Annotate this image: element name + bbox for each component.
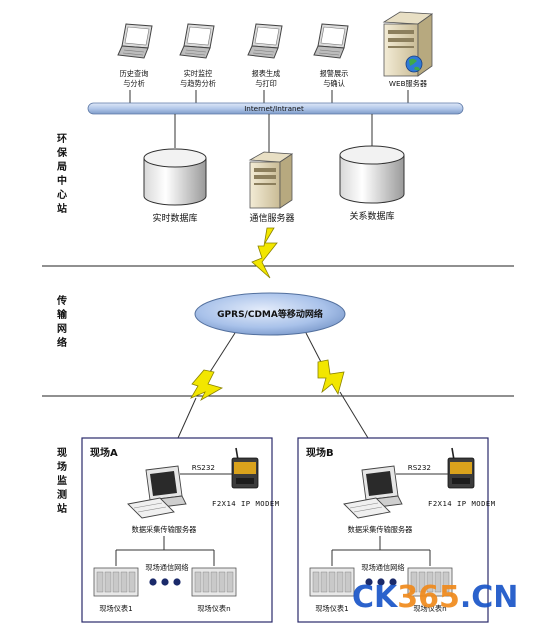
web-server: WEB服务器 (382, 11, 434, 104)
client-2-line2: 与趋势分析 (180, 79, 216, 88)
site-a-title: 现场A (90, 446, 118, 459)
site-a-instrument-1: 现场仪表1 (99, 604, 132, 613)
site-b-server-label: 数据采集传输服务器 (348, 525, 413, 534)
field-char-5: 站 (57, 502, 67, 515)
field-char-3: 监 (57, 474, 67, 487)
watermark-part-2: 365 (397, 580, 460, 615)
transport-char-1: 传 (56, 294, 67, 307)
instrument-rack-icon (191, 567, 237, 597)
transport-char-3: 网 (57, 323, 67, 335)
client-3-line1: 报表生成 (252, 69, 281, 78)
site-b-instrument-1: 现场仪表1 (315, 604, 348, 613)
site-b-network-label: 现场通信网络 (361, 563, 404, 572)
center-char-2: 保 (56, 146, 68, 159)
client-1-line2: 与分析 (123, 79, 145, 88)
instrument-rack-icon (309, 567, 355, 597)
ip-modem-icon (447, 447, 475, 489)
database-cylinder-icon (143, 148, 207, 206)
section-label-center: 环 保 局 中 心 站 (56, 133, 68, 215)
ellipsis-dot (161, 578, 169, 586)
instrument-rack-icon (93, 567, 139, 597)
section-label-field: 现 场 监 测 站 (57, 447, 67, 515)
database-cylinder-icon (339, 145, 405, 204)
client-4-line1: 报警展示 (320, 69, 349, 78)
ellipsis-dot (173, 578, 181, 586)
watermark-part-1: CK (352, 580, 399, 615)
client-laptop-1: 历史查询 与分析 (117, 23, 153, 104)
client-laptop-3: 报表生成 与打印 (247, 23, 283, 104)
client-2-line1: 实时监控 (184, 69, 213, 78)
ellipsis-dot (149, 578, 157, 586)
client-laptop-4: 报警展示 与确认 (313, 23, 349, 104)
ip-modem-icon (231, 447, 259, 489)
client-1-line1: 历史查询 (120, 69, 149, 78)
center-char-4: 中 (57, 174, 67, 187)
client-laptop-2: 实时监控 与趋势分析 (179, 23, 216, 104)
ellipsis-dot (377, 578, 385, 586)
site-a-network-label: 现场通信网络 (145, 563, 188, 572)
desktop-computer-icon (127, 465, 187, 519)
transport-char-2: 输 (57, 308, 68, 321)
bus-label: Internet/Intranet (244, 104, 304, 113)
field-char-4: 测 (57, 488, 67, 501)
wireless-link-top (251, 227, 278, 279)
cloud-label: GPRS/CDMA等移动网络 (217, 308, 323, 320)
comm-server-label: 通信服务器 (249, 212, 294, 224)
lightning-icon (190, 369, 224, 402)
site-b-title: 现场B (306, 446, 334, 459)
center-char-6: 站 (57, 202, 67, 215)
wireless-link-site-b (305, 332, 369, 439)
transport-char-4: 络 (57, 336, 67, 349)
svg-text:CK365.CN: CK365.CN (352, 580, 518, 615)
lightning-icon (317, 359, 345, 396)
section-label-transport: 传 输 网 络 (56, 294, 68, 349)
ellipsis-dot (389, 578, 397, 586)
desktop-computer-icon (343, 465, 403, 519)
wireless-link-site-a (177, 332, 236, 439)
comm-server: 通信服务器 (248, 151, 295, 224)
realtime-database: 实时数据库 (143, 148, 207, 224)
center-char-5: 心 (57, 189, 67, 201)
center-char-3: 局 (56, 161, 67, 173)
mobile-network-cloud: GPRS/CDMA等移动网络 (194, 292, 346, 336)
site-b-instrument-n: 现场仪表n (413, 604, 446, 613)
relational-db-label: 关系数据库 (349, 210, 394, 222)
internet-bus: Internet/Intranet (87, 102, 464, 115)
realtime-db-label: 实时数据库 (152, 212, 197, 224)
site-b-modem-label: F2X14 IP MODEM (428, 499, 496, 508)
client-3-line2: 与打印 (255, 79, 277, 88)
laptop-icon (117, 23, 153, 59)
client-4-line2: 与确认 (323, 79, 345, 88)
site-a-server-label: 数据采集传输服务器 (132, 525, 197, 534)
watermark-logo: CK365.CN (352, 580, 518, 615)
site-a-rs232: RS232 (192, 463, 215, 472)
site-b: 现场B RS232 F2X14 IP MODEM 数据采集传输服务器 现场通信网… (297, 437, 496, 623)
site-a-modem-label: F2X14 IP MODEM (212, 499, 280, 508)
lightning-icon (251, 227, 278, 279)
server-tower-icon (248, 151, 294, 209)
laptop-icon (247, 23, 283, 59)
field-char-1: 现 (57, 447, 67, 459)
center-char-1: 环 (57, 133, 67, 145)
site-b-rs232: RS232 (408, 463, 431, 472)
ellipsis-dot (365, 578, 373, 586)
site-a: 现场A RS232 F2X14 IP MODEM 数据采集传输服务器 现场通信网… (81, 437, 280, 623)
field-char-2: 场 (57, 460, 67, 473)
web-server-label: WEB服务器 (389, 79, 427, 88)
globe-icon (405, 55, 423, 73)
instrument-rack-icon (407, 567, 453, 597)
relational-database: 关系数据库 (339, 145, 405, 222)
watermark-part-3: .CN (460, 580, 519, 615)
site-a-instrument-n: 现场仪表n (197, 604, 230, 613)
laptop-icon (313, 23, 349, 59)
laptop-icon (179, 23, 215, 59)
